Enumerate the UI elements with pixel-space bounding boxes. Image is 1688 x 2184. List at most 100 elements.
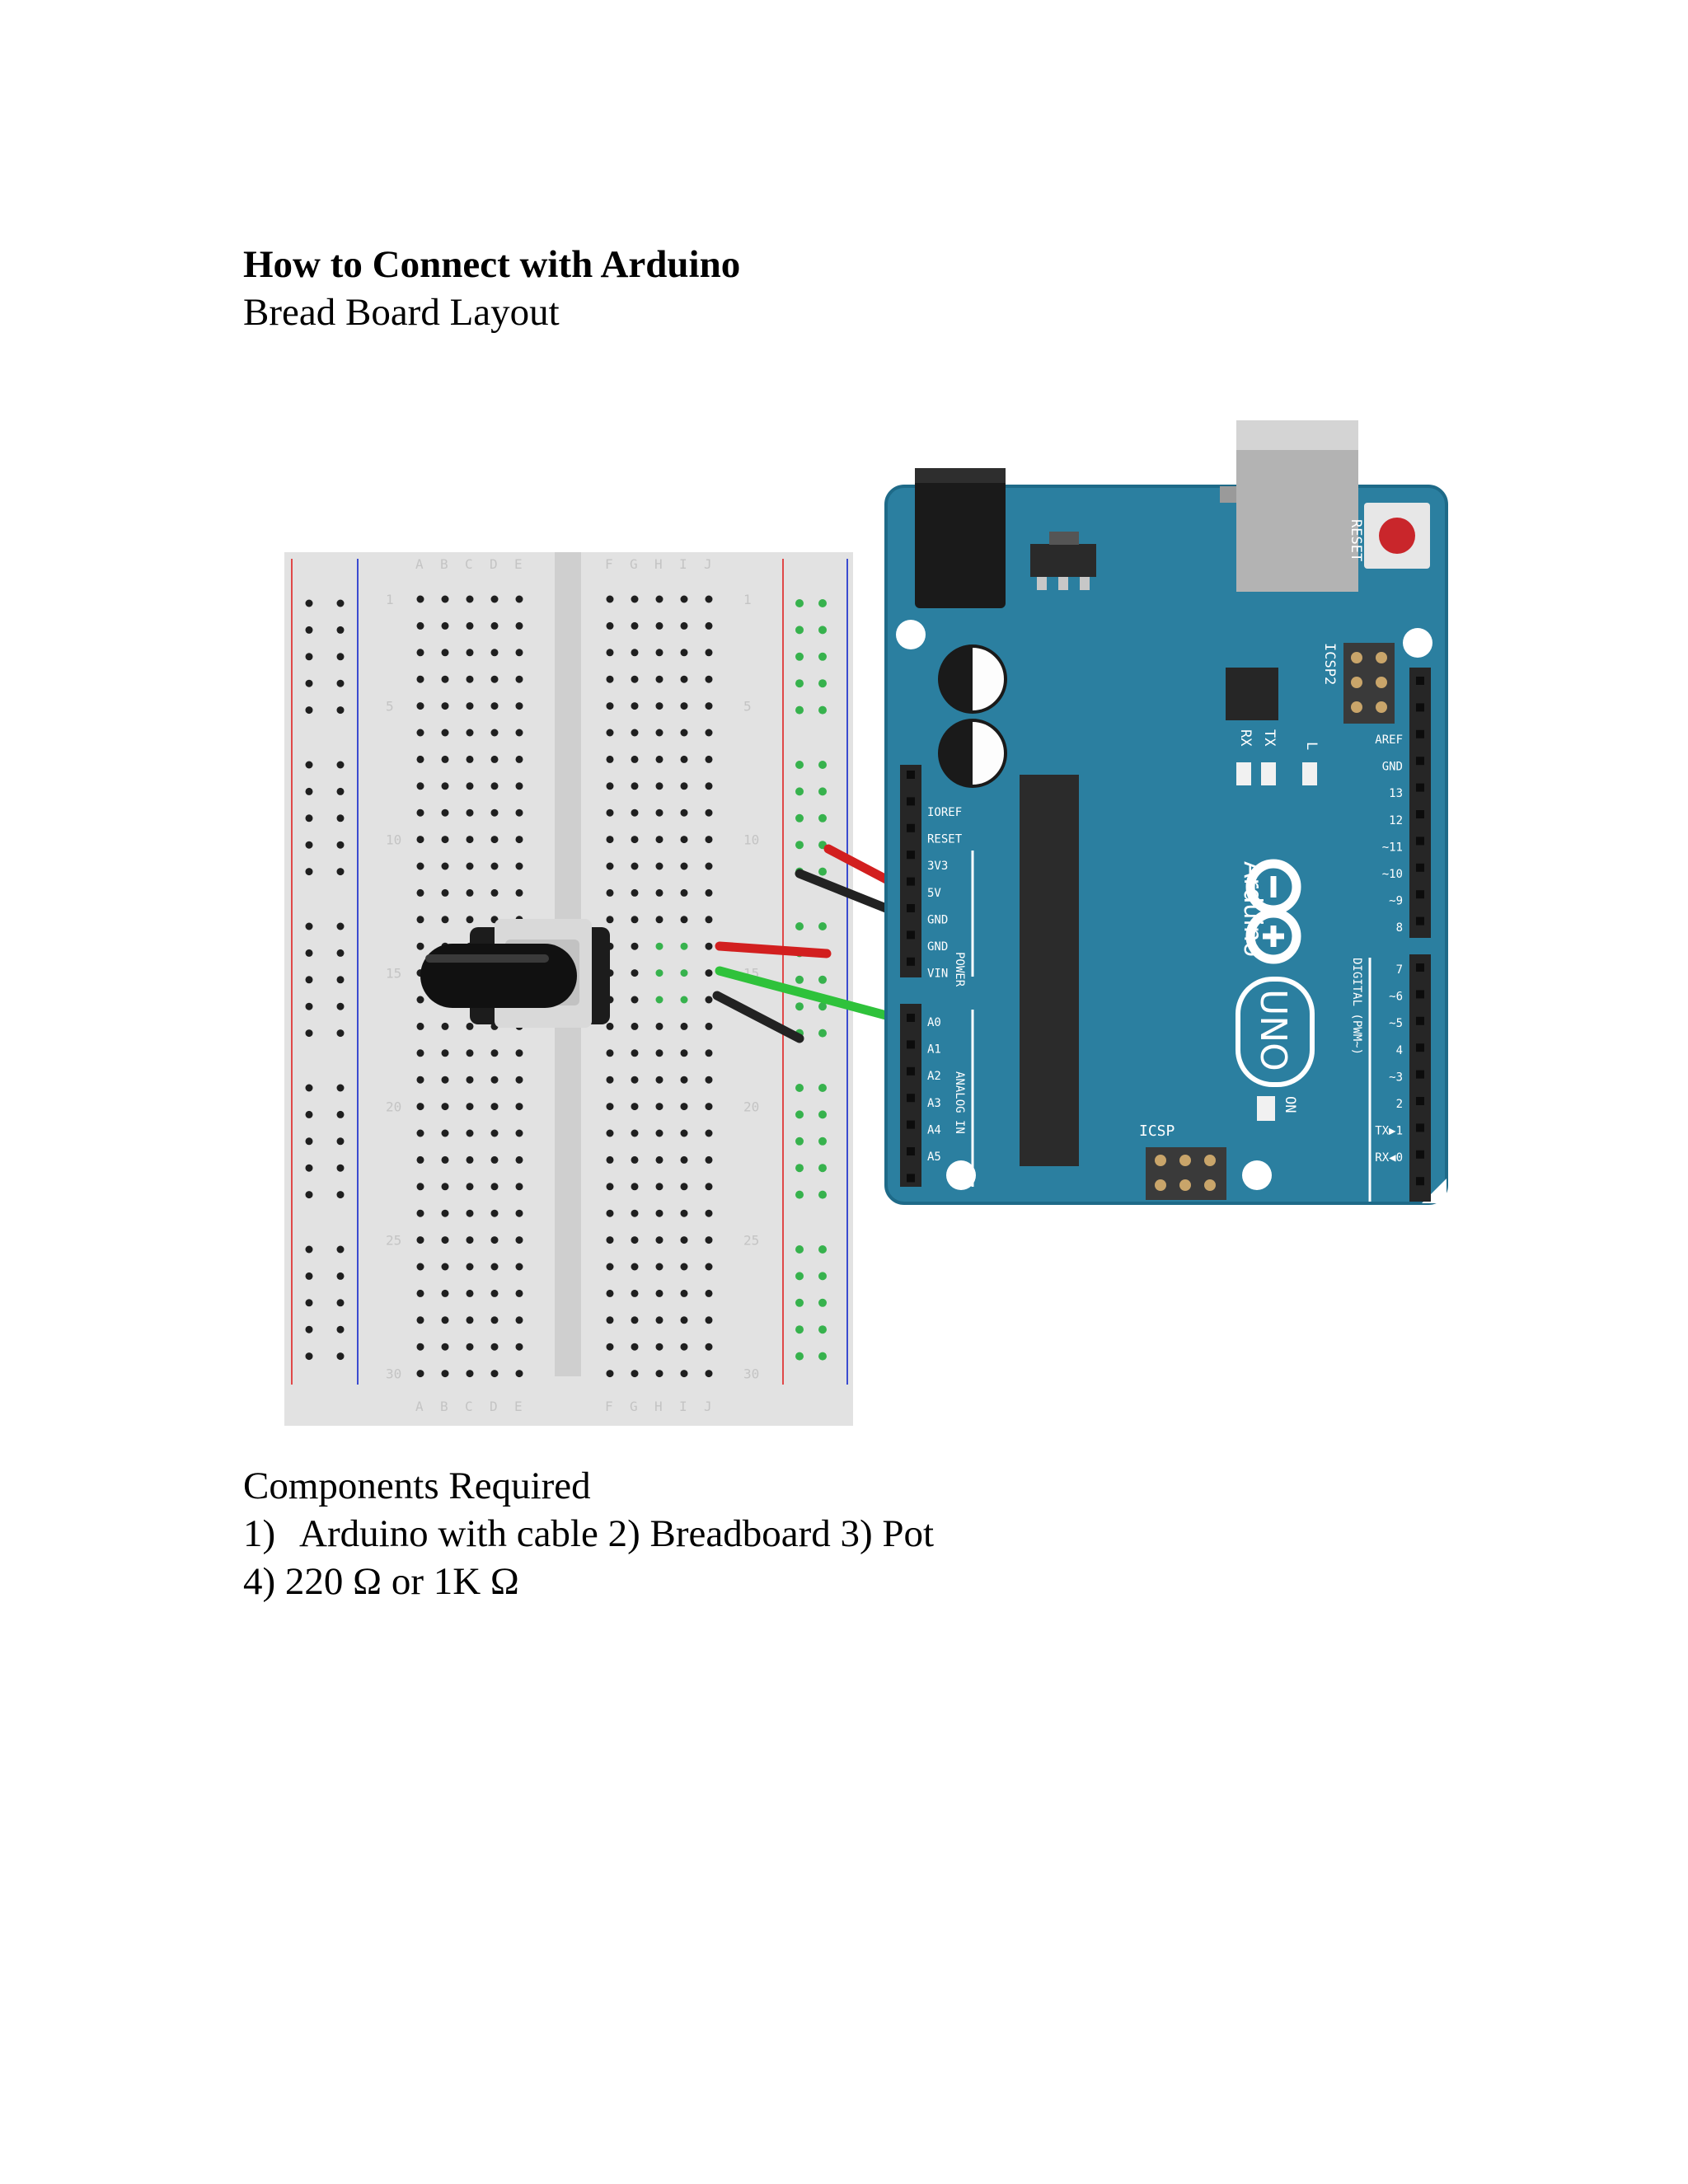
breadboard-hole — [515, 836, 523, 844]
digital-pin-label: 8 — [1396, 921, 1403, 935]
breadboard-hole — [631, 621, 639, 630]
rail-hole — [818, 1325, 827, 1334]
breadboard-hole — [490, 595, 499, 603]
breadboard-hole — [490, 782, 499, 790]
breadboard-hole — [680, 675, 688, 683]
row-label: 25 — [386, 1233, 401, 1249]
header-pin — [907, 1147, 915, 1155]
breadboard-hole — [655, 1236, 663, 1244]
breadboard-hole — [466, 1209, 474, 1217]
rail-hole — [795, 922, 804, 930]
header-pin — [1416, 837, 1424, 846]
breadboard-hole — [680, 1370, 688, 1378]
breadboard-hole — [416, 1022, 424, 1030]
digital-pin-label: ~5 — [1389, 1017, 1403, 1030]
digital-pin-label: ~3 — [1389, 1071, 1403, 1084]
arduino-uno-board: RESET ICSP2 ICSP TX RX L ON — [884, 420, 1448, 1205]
breadboard-hole — [655, 1289, 663, 1297]
breadboard-hole — [466, 782, 474, 790]
breadboard-hole — [416, 836, 424, 844]
breadboard-hole — [680, 729, 688, 737]
breadboard-hole — [705, 836, 713, 844]
breadboard-hole — [441, 1343, 449, 1351]
rail-hole — [795, 1190, 804, 1199]
breadboard-hole — [490, 1236, 499, 1244]
breadboard-hole — [655, 1343, 663, 1351]
rx-label: RX — [1237, 729, 1254, 747]
rail-hole — [336, 653, 345, 661]
breadboard-hole — [466, 702, 474, 710]
rail-hole — [305, 868, 313, 876]
breadboard-hole — [631, 1049, 639, 1057]
breadboard-hole — [441, 729, 449, 737]
breadboard-hole — [655, 969, 663, 977]
breadboard-hole — [515, 1183, 523, 1191]
rail-hole — [305, 1272, 313, 1280]
components-section: Components Required 1)Arduino with cable… — [243, 1462, 934, 1605]
rail-hole — [336, 1110, 345, 1118]
analog-pin-label: A1 — [927, 1043, 941, 1057]
breadboard-hole — [416, 1316, 424, 1324]
analog-pin-label: A3 — [927, 1097, 941, 1110]
rail-hole — [336, 814, 345, 823]
breadboard-hole — [680, 782, 688, 790]
breadboard-hole — [490, 1129, 499, 1137]
breadboard-hole — [466, 1103, 474, 1111]
breadboard-hole — [705, 595, 713, 603]
header-pin — [1416, 1123, 1424, 1132]
breadboard-hole — [466, 888, 474, 897]
breadboard-hole — [655, 862, 663, 870]
breadboard-hole — [655, 1103, 663, 1111]
header-pin — [907, 1066, 915, 1076]
breadboard-hole — [466, 916, 474, 924]
breadboard-hole — [631, 916, 639, 924]
rail-hole — [305, 679, 313, 687]
breadboard-hole — [680, 888, 688, 897]
analog-pin-label: A4 — [927, 1123, 941, 1137]
digital-pin-label: ~6 — [1389, 991, 1403, 1004]
breadboard-hole — [441, 649, 449, 657]
power-pin-label: VIN — [927, 968, 948, 981]
rail-hole — [305, 1002, 313, 1010]
header-pin — [1416, 963, 1424, 972]
breadboard-hole — [631, 649, 639, 657]
breadboard-hole — [606, 649, 614, 657]
wire-pot-ground — [712, 991, 804, 1043]
rail-hole — [818, 922, 827, 930]
column-label: J — [704, 556, 712, 572]
breadboard-hole — [705, 1289, 713, 1297]
rail-hole — [795, 1298, 804, 1307]
header-pin — [907, 1014, 915, 1022]
breadboard-hole — [705, 782, 713, 790]
breadboard-hole — [466, 595, 474, 603]
breadboard-hole — [490, 649, 499, 657]
breadboard-hole — [606, 1103, 614, 1111]
breadboard-hole — [606, 755, 614, 763]
breadboard-hole — [441, 1155, 449, 1164]
breadboard-hole — [466, 755, 474, 763]
rail-hole — [336, 626, 345, 634]
breadboard-hole — [631, 888, 639, 897]
breadboard-hole — [441, 595, 449, 603]
breadboard-hole — [631, 1155, 639, 1164]
header-pin — [1416, 729, 1424, 738]
breadboard-hole — [680, 702, 688, 710]
rail-hole — [305, 626, 313, 634]
breadboard-hole — [515, 1263, 523, 1271]
breadboard-hole — [466, 1049, 474, 1057]
breadboard-hole — [631, 1289, 639, 1297]
breadboard-hole — [606, 1370, 614, 1378]
breadboard-hole — [655, 649, 663, 657]
breadboard-hole — [705, 621, 713, 630]
column-label: C — [465, 556, 473, 572]
header-pin — [1416, 1043, 1424, 1052]
breadboard-hole — [655, 1155, 663, 1164]
breadboard-hole — [655, 1049, 663, 1057]
list-number: 1) — [243, 1512, 276, 1555]
rail-hole — [818, 705, 827, 715]
row-label: 30 — [743, 1366, 759, 1382]
breadboard-hole — [441, 1049, 449, 1057]
breadboard-hole — [466, 621, 474, 630]
rail-hole — [336, 1191, 345, 1199]
